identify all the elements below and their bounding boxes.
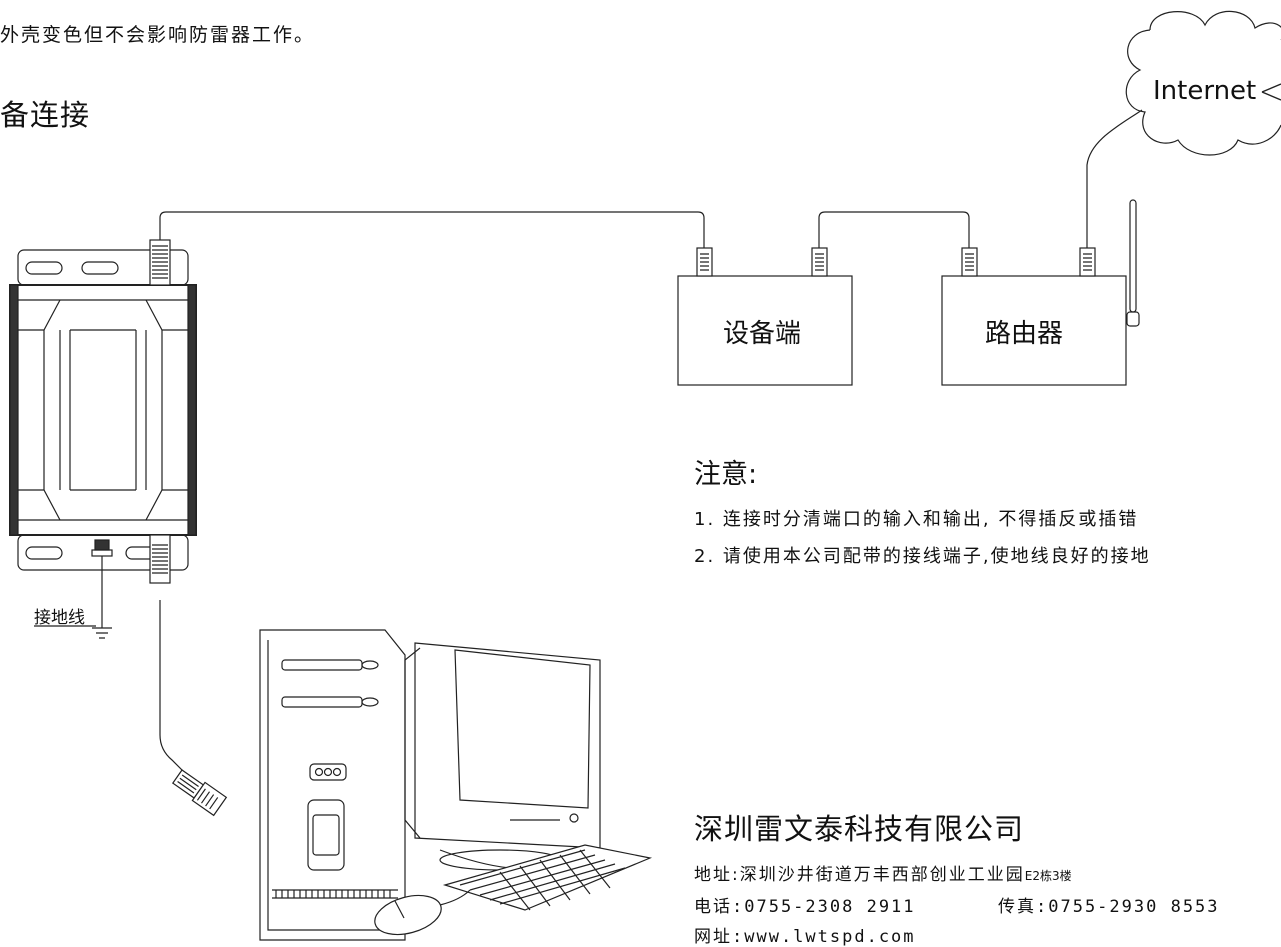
ground-wire-label: 接地线 (34, 608, 85, 628)
company-name: 深圳雷文泰科技有限公司 (694, 812, 1025, 846)
keyboard (442, 844, 653, 911)
mouse (374, 889, 471, 936)
monitor (404, 642, 601, 871)
note-item-1: 1. 连接时分清端口的输入和输出, 不得插反或插错 (694, 509, 1139, 530)
rj45-plug-icon (171, 769, 228, 817)
address-text: 地址:深圳沙井街道万丰西部创业工业园 (694, 865, 1025, 885)
company-address: 地址:深圳沙井街道万丰西部创业工业园E2栋3楼 (694, 860, 1072, 885)
rj45-connector-icon (811, 247, 828, 277)
internet-label: Internet (1153, 76, 1256, 106)
cable-spd-to-pc (159, 600, 191, 779)
internet-cloud (1125, 10, 1281, 156)
intro-text: 外壳变色但不会影响防雷器工作。 (0, 24, 316, 46)
router-label: 路由器 (985, 319, 1063, 349)
cable-device-to-router (818, 211, 970, 248)
company-phone: 电话:0755-2308 2911 (694, 897, 916, 917)
company-website: 网址:www.lwtspd.com (694, 927, 916, 947)
address-suffix: E2栋3楼 (1024, 869, 1072, 883)
router-box (941, 275, 1127, 386)
rj45-connector-icon (1079, 247, 1096, 277)
rj45-connector-icon (696, 247, 713, 277)
internet-cable (1086, 109, 1143, 248)
pc-tower (259, 629, 406, 941)
device-box (677, 275, 853, 386)
cable-spd-to-device (159, 211, 705, 248)
company-fax: 传真:0755-2930 8553 (998, 897, 1220, 917)
router-antenna (1126, 199, 1140, 327)
notes-title: 注意: (694, 459, 758, 490)
note-item-2: 2. 请使用本公司配带的接线端子,使地线良好的接地 (694, 546, 1151, 567)
surge-protector (9, 239, 197, 584)
rj45-connector-icon (961, 247, 978, 277)
ground-symbol-icon (34, 556, 112, 639)
device-label: 设备端 (723, 319, 801, 349)
section-title: 备连接 (0, 98, 91, 132)
